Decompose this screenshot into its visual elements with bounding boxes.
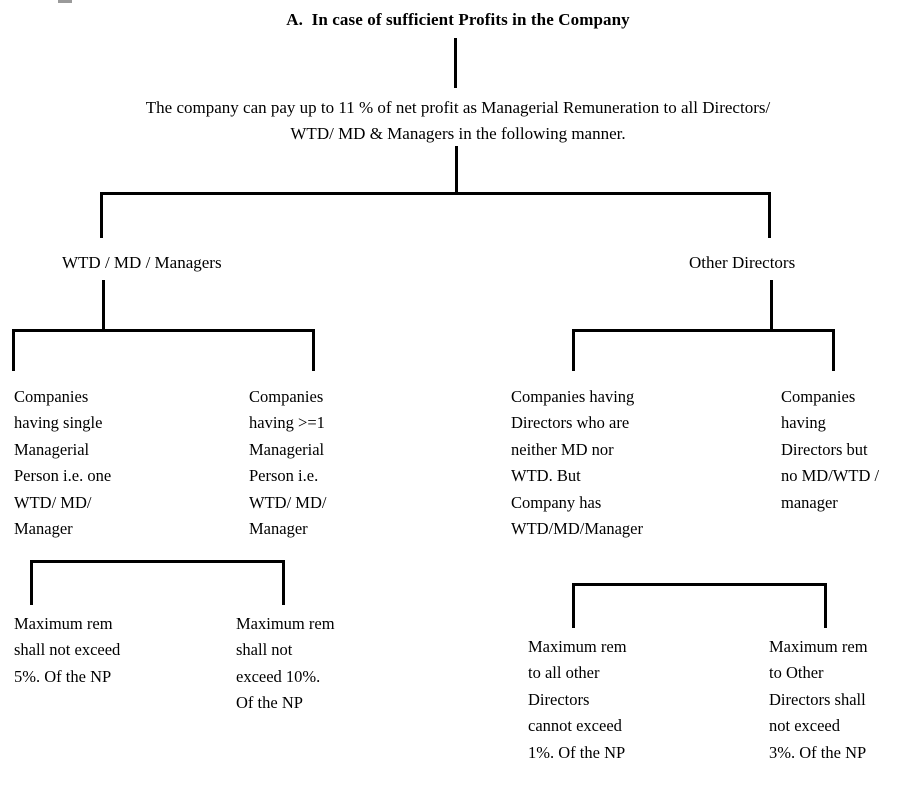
bracket-level1-leg-right xyxy=(768,192,771,238)
lead-paragraph: The company can pay up to 11 % of net pr… xyxy=(145,98,771,143)
bracket-level3-right-leg-right xyxy=(824,583,827,628)
connector-wtd-to-level2 xyxy=(102,280,105,329)
page-title: A. In case of sufficient Profits in the … xyxy=(286,10,630,29)
bracket-level2-left-bar xyxy=(12,329,315,332)
bracket-level3-left xyxy=(30,560,285,605)
level2-block-multiple-managerial-persons: Companies having >=1 Managerial Person i… xyxy=(249,387,327,539)
level3-block-max-rem-10-percent: Maximum rem shall not exceed 10%. Of the… xyxy=(236,614,335,713)
bracket-level3-left-bar xyxy=(30,560,285,563)
level2-block-directors-neither-md-nor-wtd: Companies having Directors who are neith… xyxy=(511,387,643,539)
level3-block-max-rem-5-percent: Maximum rem shall not exceed 5%. Of the … xyxy=(14,614,121,686)
connector-lead-to-split xyxy=(455,146,458,193)
bracket-level3-right-bar xyxy=(572,583,827,586)
connector-title-to-lead xyxy=(454,38,457,88)
bracket-level2-right-leg-left xyxy=(572,329,575,371)
level3-block-max-rem-other-directors-3-percent: Maximum rem to Other Directors shall not… xyxy=(769,637,868,762)
bracket-level3-left-leg-left xyxy=(30,560,33,605)
bracket-level1 xyxy=(100,192,771,238)
bracket-level1-bar xyxy=(100,192,771,195)
bracket-level2-right-bar xyxy=(572,329,835,332)
node-wtd-md-managers: WTD / MD / Managers xyxy=(62,253,222,272)
bracket-level3-right-leg-left xyxy=(572,583,575,628)
scan-artifact-mark xyxy=(58,0,72,3)
node-other-directors: Other Directors xyxy=(689,253,796,272)
bracket-level3-left-leg-right xyxy=(282,560,285,605)
bracket-level2-right-leg-right xyxy=(832,329,835,371)
level2-block-single-managerial-person: Companies having single Managerial Perso… xyxy=(14,387,112,539)
bracket-level3-right xyxy=(572,583,827,628)
connector-other-directors-to-level2 xyxy=(770,280,773,329)
bracket-level1-leg-left xyxy=(100,192,103,238)
bracket-level2-left-leg-left xyxy=(12,329,15,371)
bracket-level2-right xyxy=(572,329,835,371)
level3-block-max-rem-other-directors-1-percent: Maximum rem to all other Directors canno… xyxy=(528,637,627,762)
bracket-level2-left xyxy=(12,329,315,371)
level2-block-directors-no-md-wtd-manager: Companies having Directors but no MD/WTD… xyxy=(781,387,880,512)
bracket-level2-left-leg-right xyxy=(312,329,315,371)
